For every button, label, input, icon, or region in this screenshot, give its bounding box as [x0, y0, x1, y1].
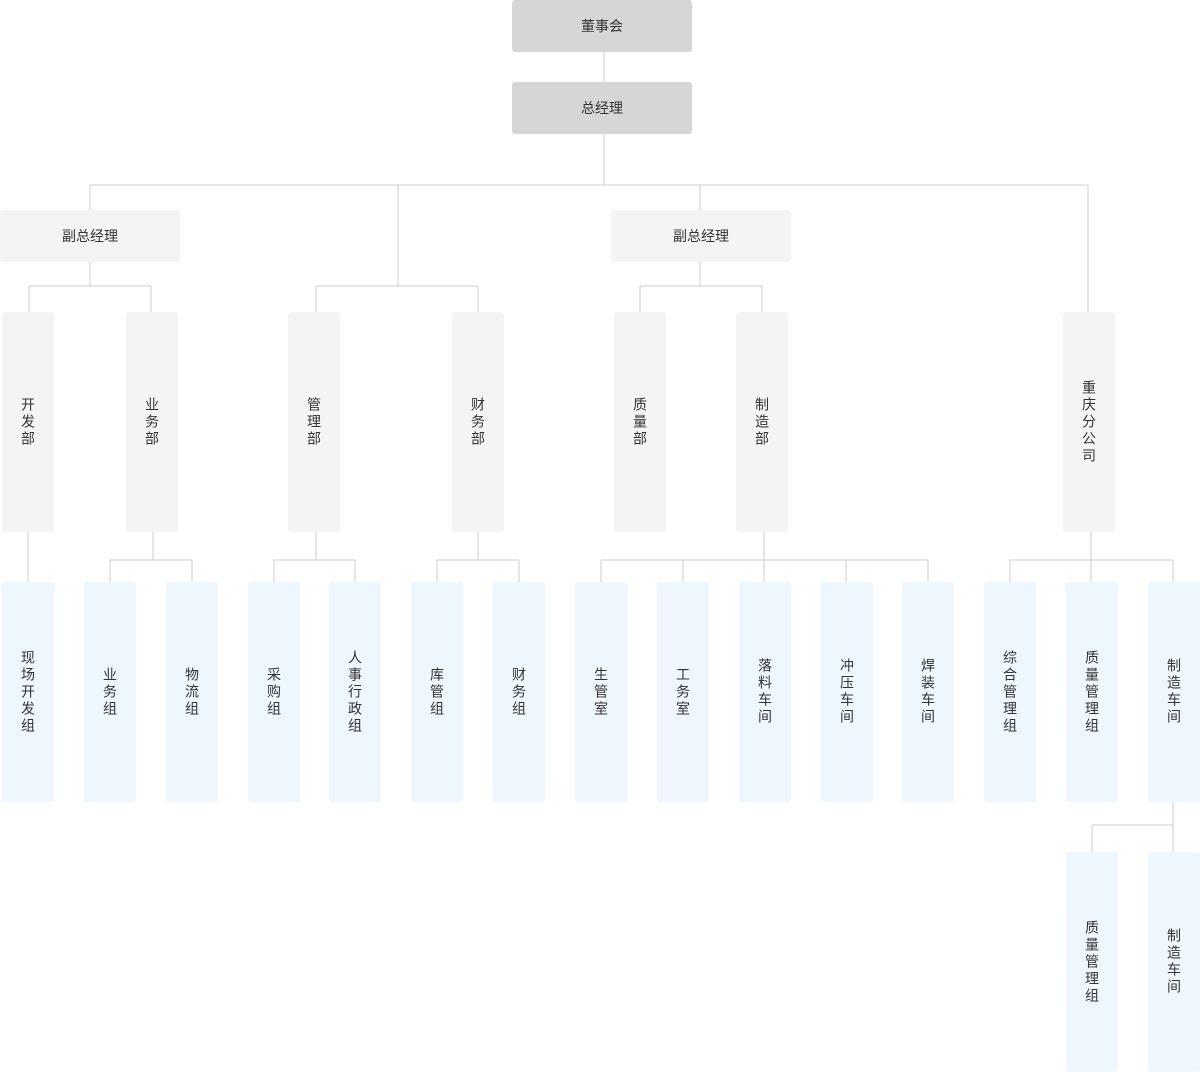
node-fin-dept[interactable]: 财务部: [452, 312, 504, 532]
node-cq-mfg-shop-label: 制造车间: [1166, 658, 1182, 726]
node-cq-quality-group-label: 质量管理组: [1084, 649, 1100, 735]
node-qa-dept-label: 质量部: [632, 396, 648, 448]
node-cq-mfg-shop-sub-label: 制造车间: [1166, 928, 1182, 996]
node-welding-shop[interactable]: 焊装车间: [902, 582, 954, 802]
node-dev-dept[interactable]: 开发部: [2, 312, 54, 532]
node-warehouse-group-label: 库管组: [429, 666, 445, 718]
node-welding-shop-label: 焊装车间: [920, 658, 936, 726]
node-hr-group[interactable]: 人事行政组: [329, 582, 381, 802]
node-board-label: 董事会: [581, 18, 623, 34]
node-stamping-shop-label: 冲压车间: [839, 658, 855, 726]
node-dev-group[interactable]: 现场开发组: [2, 582, 54, 802]
node-blanking-shop[interactable]: 落料车间: [739, 582, 791, 802]
node-cq-quality-group-sub-label: 质量管理组: [1084, 919, 1100, 1005]
node-mfg-dept-label: 制造部: [754, 396, 770, 448]
node-chongqing-branch[interactable]: 重庆分公司: [1063, 312, 1115, 532]
node-eng-office[interactable]: 工务室: [657, 582, 709, 802]
node-biz-group-label: 业务组: [102, 666, 118, 718]
node-blanking-shop-label: 落料车间: [757, 658, 773, 726]
node-hr-group-label: 人事行政组: [347, 649, 363, 735]
node-fin-group-label: 财务组: [511, 666, 527, 718]
node-biz-dept-label: 业务部: [144, 396, 160, 448]
node-fin-dept-label: 财务部: [470, 396, 486, 448]
node-chongqing-branch-label: 重庆分公司: [1081, 379, 1097, 465]
node-purchase-group[interactable]: 采购组: [248, 582, 300, 802]
node-mgmt-dept[interactable]: 管理部: [288, 312, 340, 532]
node-dev-dept-label: 开发部: [20, 396, 36, 448]
node-mgmt-dept-label: 管理部: [306, 396, 322, 448]
node-cq-quality-group[interactable]: 质量管理组: [1066, 582, 1118, 802]
node-cq-mfg-shop[interactable]: 制造车间: [1148, 582, 1200, 802]
node-prod-office[interactable]: 生管室: [575, 582, 627, 802]
node-general-mgmt-group-label: 综合管理组: [1002, 649, 1018, 735]
node-purchase-group-label: 采购组: [266, 666, 282, 718]
node-qa-dept[interactable]: 质量部: [614, 312, 666, 532]
node-biz-group[interactable]: 业务组: [84, 582, 136, 802]
node-vice-gm-2[interactable]: 副总经理: [611, 210, 791, 262]
node-vice-gm-2-label: 副总经理: [673, 228, 729, 244]
node-warehouse-group[interactable]: 库管组: [411, 582, 463, 802]
node-board[interactable]: 董事会: [512, 0, 692, 52]
node-fin-group[interactable]: 财务组: [493, 582, 545, 802]
node-general-mgmt-group[interactable]: 综合管理组: [984, 582, 1036, 802]
node-vice-gm-1-label: 副总经理: [62, 228, 118, 244]
node-cq-mfg-shop-sub[interactable]: 制造车间: [1148, 852, 1200, 1072]
node-stamping-shop[interactable]: 冲压车间: [821, 582, 873, 802]
node-logistics-group-label: 物流组: [184, 666, 200, 718]
node-dev-group-label: 现场开发组: [20, 649, 36, 735]
node-eng-office-label: 工务室: [675, 666, 691, 718]
node-general-manager-label: 总经理: [581, 100, 623, 116]
node-prod-office-label: 生管室: [593, 666, 609, 718]
node-biz-dept[interactable]: 业务部: [126, 312, 178, 532]
node-cq-quality-group-sub[interactable]: 质量管理组: [1066, 852, 1118, 1072]
node-mfg-dept[interactable]: 制造部: [736, 312, 788, 532]
node-general-manager[interactable]: 总经理: [512, 82, 692, 134]
node-vice-gm-1[interactable]: 副总经理: [0, 210, 180, 262]
node-logistics-group[interactable]: 物流组: [166, 582, 218, 802]
